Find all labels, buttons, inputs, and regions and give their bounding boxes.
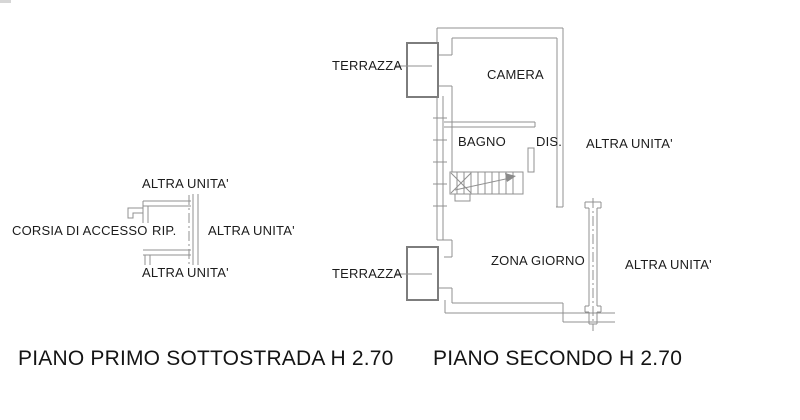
- room-label-terrazza-bottom: TERRAZZA: [332, 266, 403, 281]
- terrace-outlines: [406, 42, 439, 301]
- plan1-walls: [127, 194, 199, 265]
- area-label-corsia-di-accesso: CORSIA DI ACCESSO: [12, 223, 148, 238]
- area-label-altra-unita-top: ALTRA UNITA': [142, 176, 229, 191]
- room-label-bagno: BAGNO: [458, 134, 506, 149]
- room-label-zona-giorno: ZONA GIORNO: [491, 253, 585, 268]
- area-label-altra-unita-lower: ALTRA UNITA': [625, 257, 712, 272]
- plan2-caption: PIANO SECONDO H 2.70: [433, 347, 683, 370]
- stairs-direction-lines: [450, 172, 516, 194]
- room-label-dis: DIS.: [536, 134, 563, 149]
- area-label-altra-unita-upper: ALTRA UNITA': [586, 136, 673, 151]
- terrace-1: [406, 42, 439, 98]
- room-label-rip: RIP.: [152, 223, 177, 238]
- plan1-caption: PIANO PRIMO SOTTOSTRADA H 2.70: [18, 347, 394, 370]
- leader-lines: [396, 65, 432, 275]
- area-label-altra-unita-bottom: ALTRA UNITA': [142, 265, 229, 280]
- edge-artifact: [0, 0, 11, 3]
- room-label-terrazza-top: TERRAZZA: [332, 58, 403, 73]
- room-label-camera: CAMERA: [487, 67, 544, 82]
- area-label-altra-unita-right: ALTRA UNITA': [208, 223, 295, 238]
- stairs-arrow-icon: [505, 173, 516, 182]
